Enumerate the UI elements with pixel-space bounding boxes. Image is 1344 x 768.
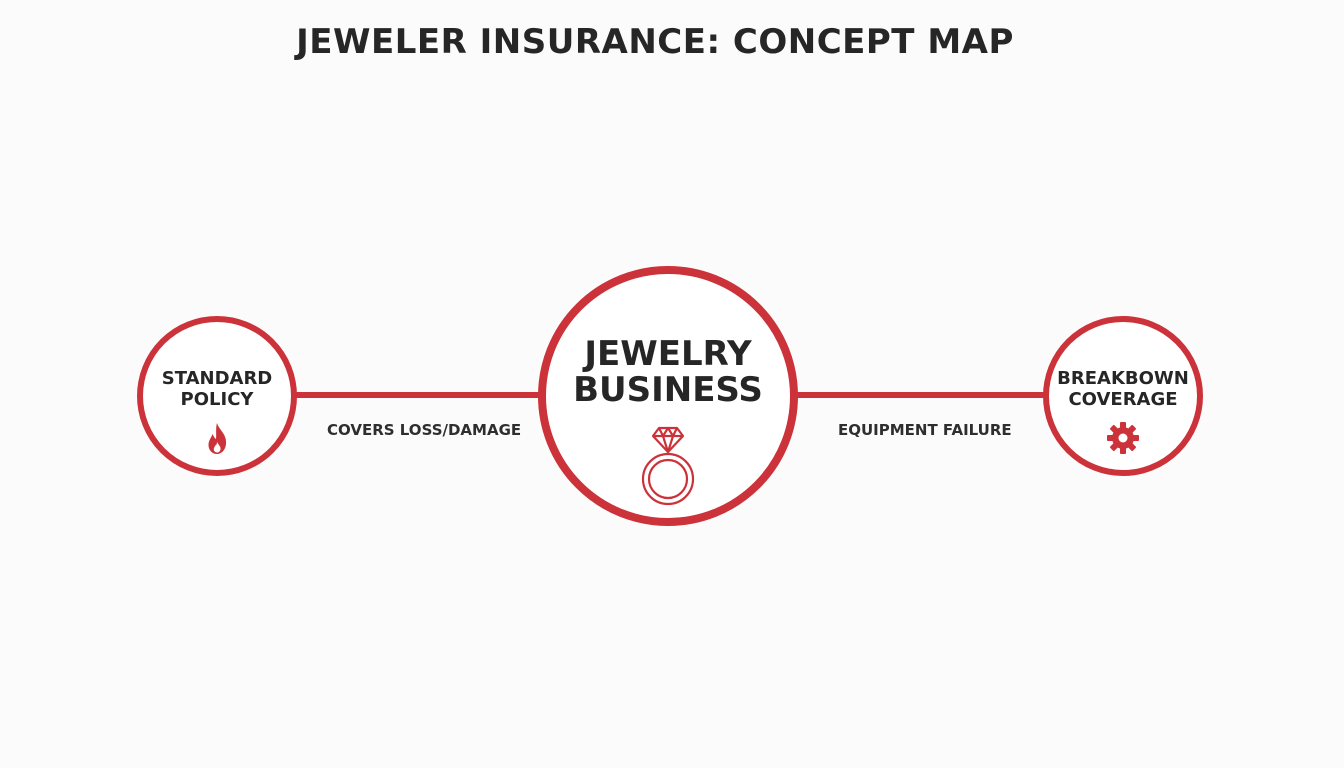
ring-diamond-icon [641, 426, 695, 506]
node-breakdown-coverage: BREAKBOWN COVERAGE [1043, 316, 1203, 476]
connector-standard-policy [294, 392, 544, 398]
node-standard-policy: STANDARD POLICY [137, 316, 297, 476]
node-breakdown-coverage-label: BREAKBOWN COVERAGE [1049, 368, 1197, 410]
node-jewelry-business-line2: BUSINESS [573, 370, 763, 410]
flame-icon [208, 423, 227, 454]
node-standard-policy-line1: STANDARD [161, 368, 273, 389]
gear-icon [1107, 422, 1139, 454]
node-breakdown-coverage-line2: COVERAGE [1068, 389, 1178, 410]
node-standard-policy-label: STANDARD POLICY [143, 368, 291, 410]
node-jewelry-business-line1: JEWELRY [584, 334, 752, 374]
node-breakdown-coverage-line1: BREAKBOWN [1057, 368, 1189, 389]
diagram-title: JEWELER INSURANCE: CONCEPT MAP [296, 22, 1014, 62]
node-standard-policy-line2: POLICY [180, 389, 254, 410]
edge-label-covers-loss: COVERS LOSS/DAMAGE [327, 421, 522, 439]
edge-label-equipment-failure: EQUIPMENT FAILURE [838, 421, 1012, 439]
node-jewelry-business-label: JEWELRY BUSINESS [546, 336, 790, 408]
connector-breakdown-coverage [794, 392, 1046, 398]
node-jewelry-business: JEWELRY BUSINESS [538, 266, 798, 526]
